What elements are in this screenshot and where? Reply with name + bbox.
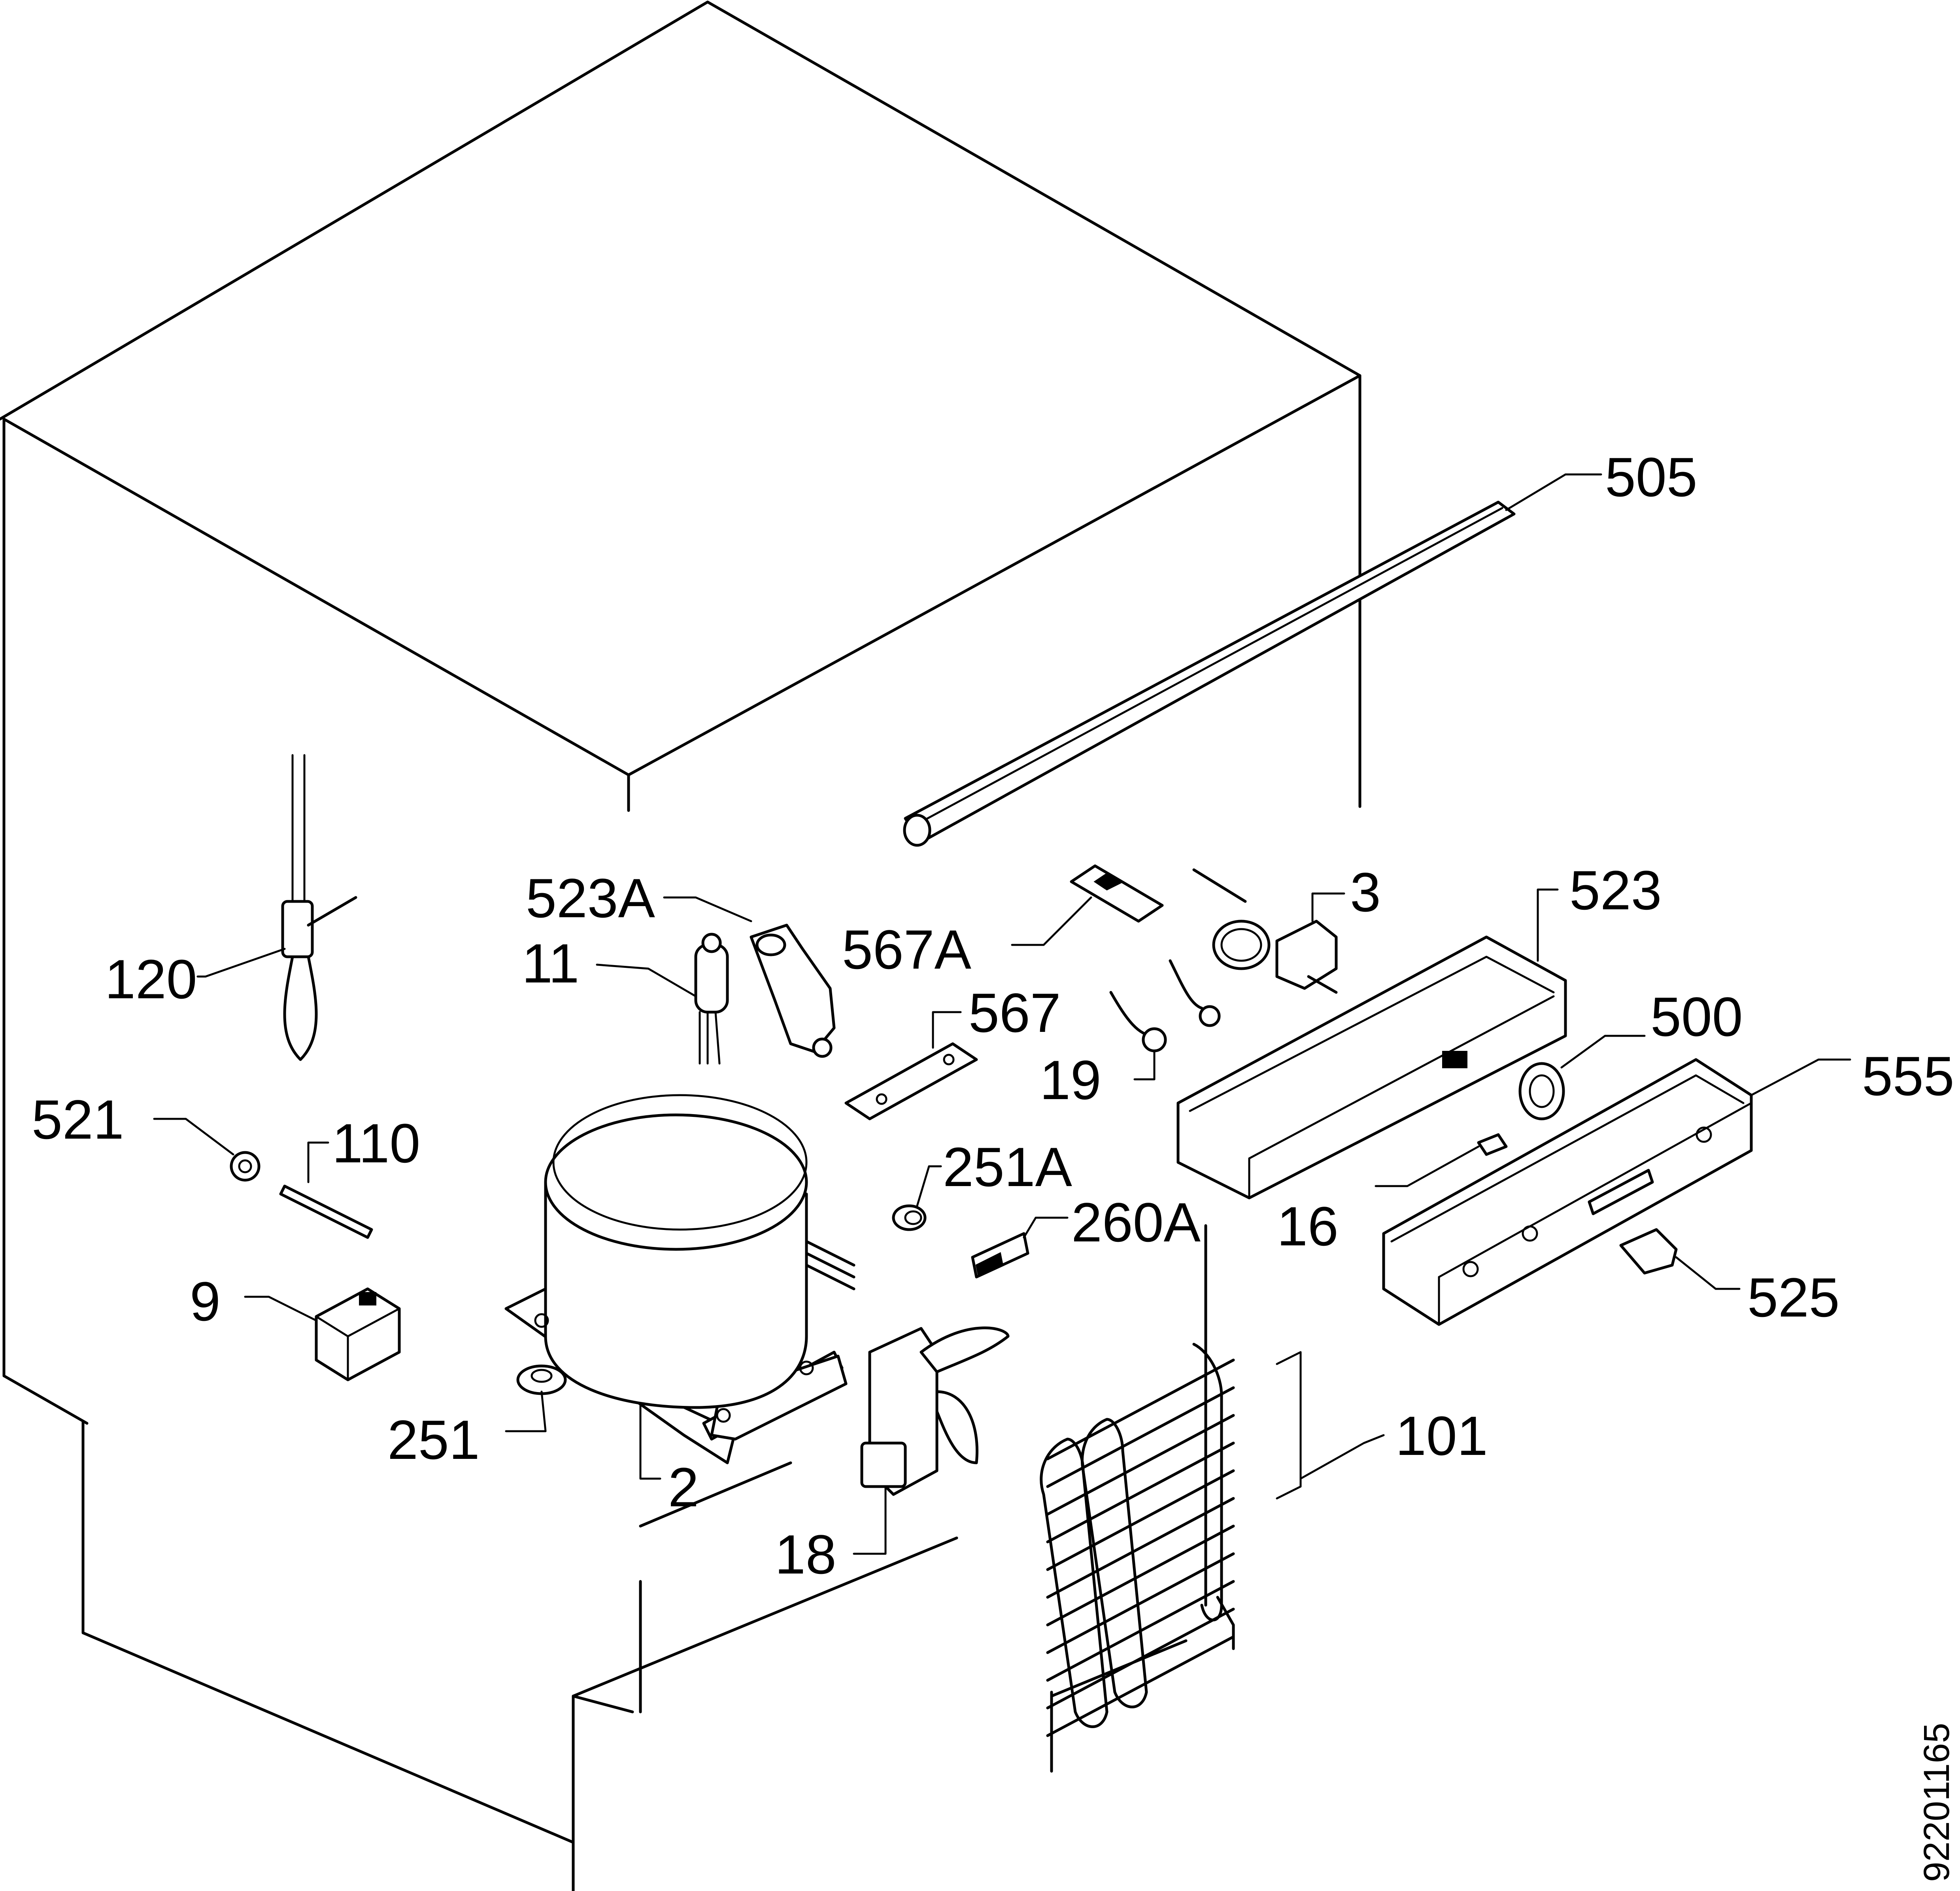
part-525-latch [1619,1228,1741,1290]
label-19: 19 [1040,1049,1101,1111]
label-505: 505 [1605,446,1698,508]
part-16-switch [1375,1133,1508,1187]
label-521: 521 [32,1088,124,1150]
part-251a-grommet [892,1165,942,1231]
label-11: 11 [522,932,579,994]
label-251: 251 [387,1409,480,1471]
part-523a-bracket [663,896,836,1058]
part-3-thermostat [1192,868,1345,994]
part-567-plate [844,1011,978,1120]
part-505-strip [903,473,1602,847]
label-523a: 523A [526,867,655,929]
part-521-nut [153,1118,261,1182]
label-3: 3 [1350,861,1381,923]
part-19-socket [1109,959,1221,1081]
drawing-number: 92201165 [1917,1723,1957,1882]
label-101: 101 [1395,1405,1488,1467]
cabinet-outline [0,0,1361,1891]
label-555: 555 [1862,1045,1954,1107]
part-2-compressor [504,1094,855,1480]
label-9: 9 [190,1270,221,1332]
part-523-tray [1176,888,1567,1200]
part-567a-clip [1011,864,1164,946]
callout-labels: 505 523A 3 523 567A 11 120 567 500 555 1… [32,446,1954,1585]
part-260a-clip [971,1217,1069,1279]
part-110-pin [279,1141,373,1239]
label-18: 18 [775,1523,836,1585]
label-525: 525 [1747,1266,1840,1328]
part-18-fan [853,1326,1010,1555]
label-251a: 251A [943,1136,1073,1198]
label-523: 523 [1569,859,1662,921]
label-567: 567 [969,982,1061,1044]
label-120: 120 [105,948,197,1010]
label-16: 16 [1277,1195,1339,1257]
part-101-condenser [1040,1343,1385,1737]
part-555-bracket [1382,1058,1851,1326]
part-120-wire [196,754,357,1061]
label-260a: 260A [1071,1191,1201,1253]
part-500-knob [1518,1035,1646,1120]
part-9-connector [244,1287,401,1381]
label-2: 2 [668,1456,699,1518]
label-500: 500 [1650,986,1743,1048]
part-251-foot [505,1364,567,1432]
part-11-relay [596,933,729,1065]
label-567a: 567A [842,918,972,980]
label-110: 110 [332,1112,420,1174]
